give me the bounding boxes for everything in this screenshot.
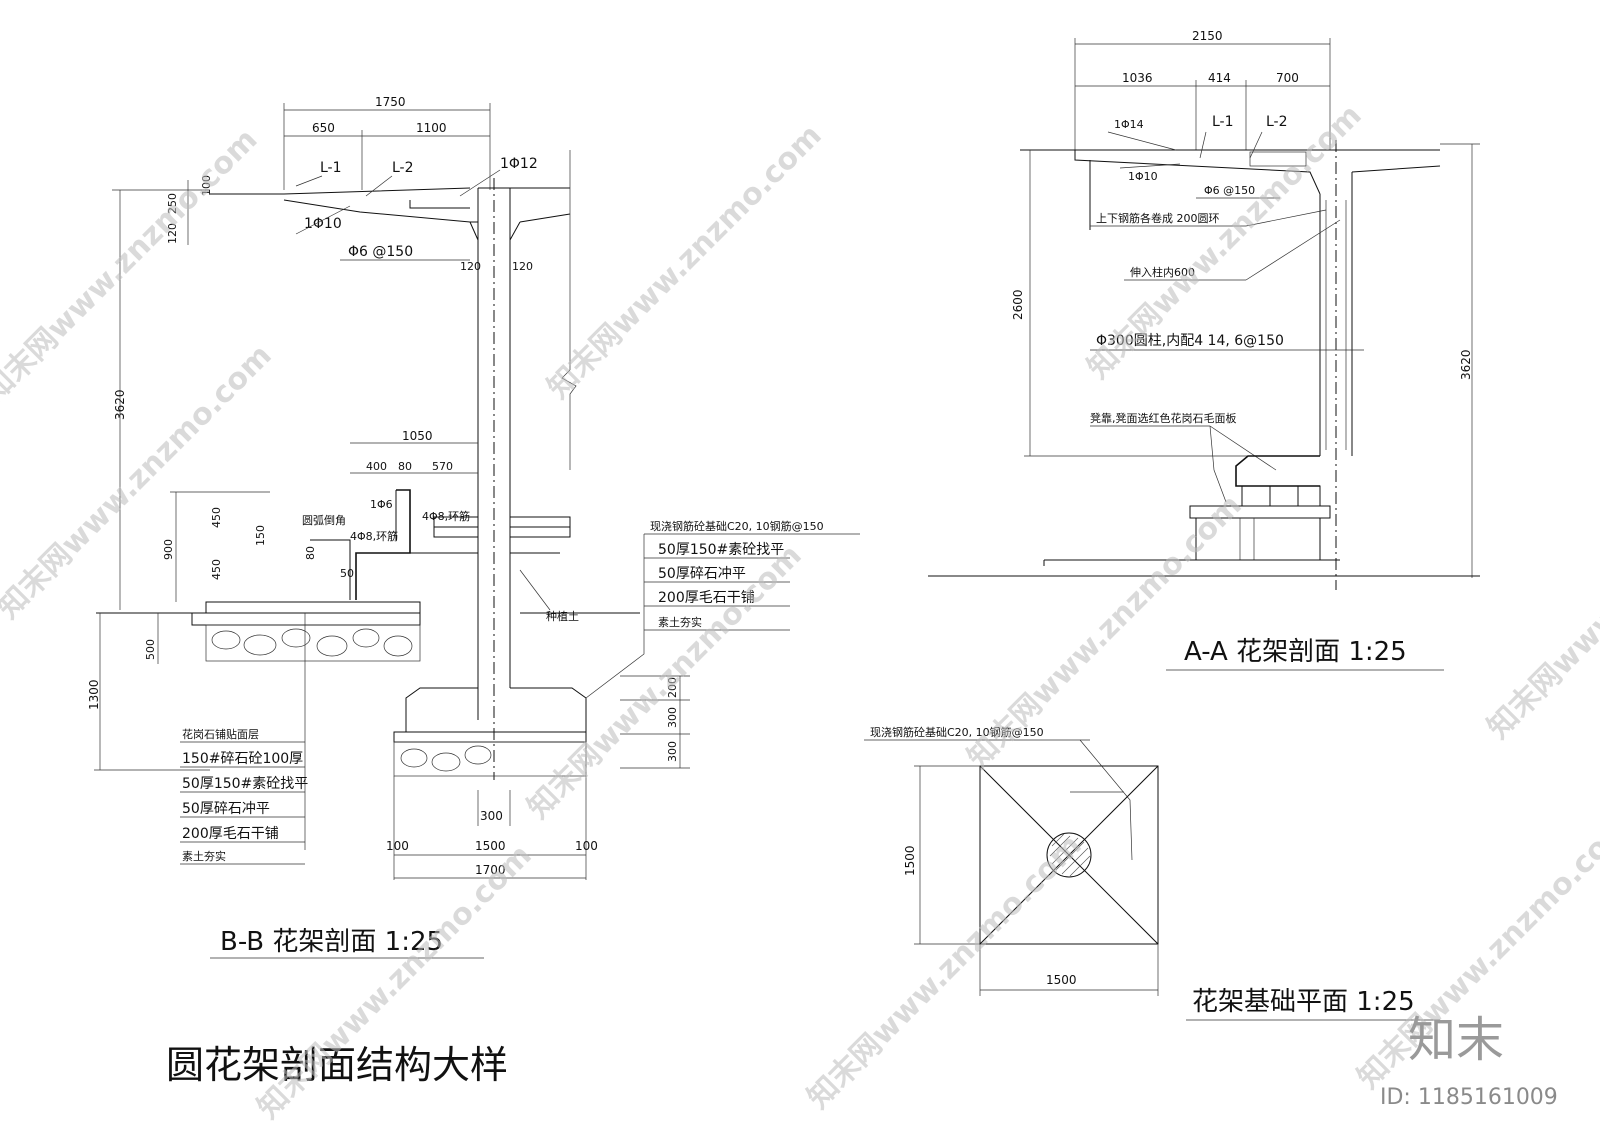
bb-title: B-B 花架剖面 1:25 [220, 927, 443, 957]
bb-label-round-corner: 圆弧倒角 [302, 513, 346, 527]
aa-label-r10: 1Φ10 [1128, 170, 1158, 183]
watermark-4: 知末网www.znzmo.com [0, 338, 279, 626]
aa-dim-top-b: 414 [1208, 71, 1231, 85]
bb-label-bench-r8b: 4Φ8,环筋 [350, 529, 398, 543]
aa-dim-3620: 3620 [1459, 349, 1473, 380]
bb-dim-300b: 300 [666, 741, 679, 762]
aa-section: 2150 1036 414 700 1Φ14 L-1 L-2 1Φ10 Φ6 @… [928, 29, 1480, 671]
foundation-note-1: 50厚150#素砼找平 [658, 542, 784, 558]
bb-dim-300a: 300 [666, 707, 679, 728]
aa-dim-top-total: 2150 [1192, 29, 1223, 43]
paving-note-5: 素土夯实 [182, 849, 226, 863]
plan-title: 花架基础平面 1:25 [1192, 987, 1415, 1017]
bb-dim-100: 100 [200, 175, 213, 196]
id-text: ID: 1185161009 [1380, 1085, 1558, 1110]
drawing-title: 圆花架剖面结构大样 [166, 1043, 508, 1087]
bb-dim-top-total: 1750 [375, 95, 406, 109]
bb-section: 1750 650 1100 3620 100 250 120 L-1 L-2 1… [87, 95, 860, 959]
aa-dim-top-c: 700 [1276, 71, 1299, 85]
watermark-7: 知末网www.znzmo.com [1481, 458, 1600, 746]
plan-dim-side: 1500 [903, 845, 917, 876]
bb-dim-100b: 100 [575, 839, 598, 853]
aa-label-r14: 1Φ14 [1114, 118, 1144, 131]
foundation-note-0: 现浇钢筋砼基础C20, 10钢筋@150 [650, 519, 824, 533]
bb-label-l1: L-1 [320, 160, 342, 176]
bb-label-l2: L-2 [392, 160, 414, 176]
bb-dim-1700: 1700 [475, 863, 506, 877]
plan-note: 现浇钢筋砼基础C20, 10钢筋@150 [870, 725, 1044, 739]
bb-dim-1300: 1300 [87, 679, 101, 710]
aa-label-ring: 上下钢筋各卷成 200圆环 [1096, 211, 1220, 225]
bb-dim-500: 500 [144, 639, 157, 660]
paving-note-3: 50厚碎石冲平 [182, 801, 270, 817]
column-hatch [1049, 833, 1091, 877]
bb-footing-rubble [393, 741, 587, 777]
paving-note-4: 200厚毛石干铺 [182, 826, 279, 842]
znzmo-logo: 知末 [1408, 1012, 1504, 1068]
bb-dim-150: 150 [254, 525, 267, 546]
plan-dim-bottom: 1500 [1046, 973, 1077, 987]
bb-label-r10: 1Φ10 [304, 216, 342, 232]
bb-dim-80b: 80 [304, 546, 317, 560]
foundation-note-3: 200厚毛石干铺 [658, 590, 755, 606]
paving-note-2: 50厚150#素砼找平 [182, 776, 308, 792]
bb-rubble-hatch [205, 624, 421, 662]
paving-note-1: 150#碎石砼100厚 [182, 751, 303, 767]
bb-dim-bench-1050: 1050 [402, 429, 433, 443]
bb-dim-450a: 450 [210, 507, 223, 528]
bb-label-r12: 1Φ12 [500, 156, 538, 172]
bb-dim-top-b: 1100 [416, 121, 447, 135]
foundation-plan: 现浇钢筋砼基础C20, 10钢筋@150 1500 1500 花架基础平面 1:… [864, 725, 1440, 1021]
aa-dim-top-a: 1036 [1122, 71, 1153, 85]
bb-col-120a: 120 [460, 260, 481, 273]
foundation-note-2: 50厚碎石冲平 [658, 566, 746, 582]
aa-label-l1: L-1 [1212, 114, 1234, 130]
bb-dim-450b: 450 [210, 559, 223, 580]
bb-dim-top-a: 650 [312, 121, 335, 135]
bb-dim-height: 3620 [113, 389, 127, 420]
bb-dim-bench-80: 80 [398, 460, 412, 473]
bb-label-planting-soil: 种植土 [546, 609, 579, 623]
bb-dim-1500: 1500 [475, 839, 506, 853]
aa-label-column: Φ300圆柱,内配4 14, 6@150 [1096, 333, 1284, 349]
bb-label-bench-r8a: 4Φ8,环筋 [422, 509, 470, 523]
bb-paving-notes: 花岗石铺贴面层 150#碎石砼100厚 50厚150#素砼找平 50厚碎石冲平 … [180, 727, 308, 865]
bb-dim-col-300: 300 [480, 809, 503, 823]
bb-label-stirrup: Φ6 @150 [348, 244, 413, 260]
watermark-2: 知末网www.znzmo.com [541, 118, 829, 406]
bb-dim-250: 250 [166, 193, 179, 214]
bb-dim-bench-570: 570 [432, 460, 453, 473]
aa-label-stirrup: Φ6 @150 [1204, 184, 1255, 197]
bb-dim-900: 900 [162, 539, 175, 560]
bb-label-bench-r6: 1Φ6 [370, 498, 393, 511]
bb-dim-200: 200 [666, 677, 679, 698]
aa-title: A-A 花架剖面 1:25 [1184, 637, 1407, 667]
foundation-note-4: 素土夯实 [658, 615, 702, 629]
bb-dim-100a: 100 [386, 839, 409, 853]
bb-dim-50: 50 [340, 567, 354, 580]
aa-label-bench-face: 凳靠,凳面选红色花岗石毛面板 [1090, 411, 1237, 425]
aa-dim-2600: 2600 [1011, 289, 1025, 320]
bb-dim-bench-400: 400 [366, 460, 387, 473]
bb-foundation-notes: 现浇钢筋砼基础C20, 10钢筋@150 50厚150#素砼找平 50厚碎石冲平… [585, 519, 860, 699]
aa-label-l2: L-2 [1266, 114, 1288, 130]
paving-note-0: 花岗石铺贴面层 [182, 727, 259, 741]
watermark-6: 知末网www.znzmo.com [961, 488, 1249, 776]
watermarks: 知末网www.znzmo.com 知末网www.znzmo.com 知末网www… [0, 98, 1600, 1126]
watermark-9: 知末网www.znzmo.com [801, 828, 1089, 1116]
aa-label-embed: 伸入柱内600 [1130, 265, 1195, 279]
bb-col-120b: 120 [512, 260, 533, 273]
bb-dim-120: 120 [166, 223, 179, 244]
